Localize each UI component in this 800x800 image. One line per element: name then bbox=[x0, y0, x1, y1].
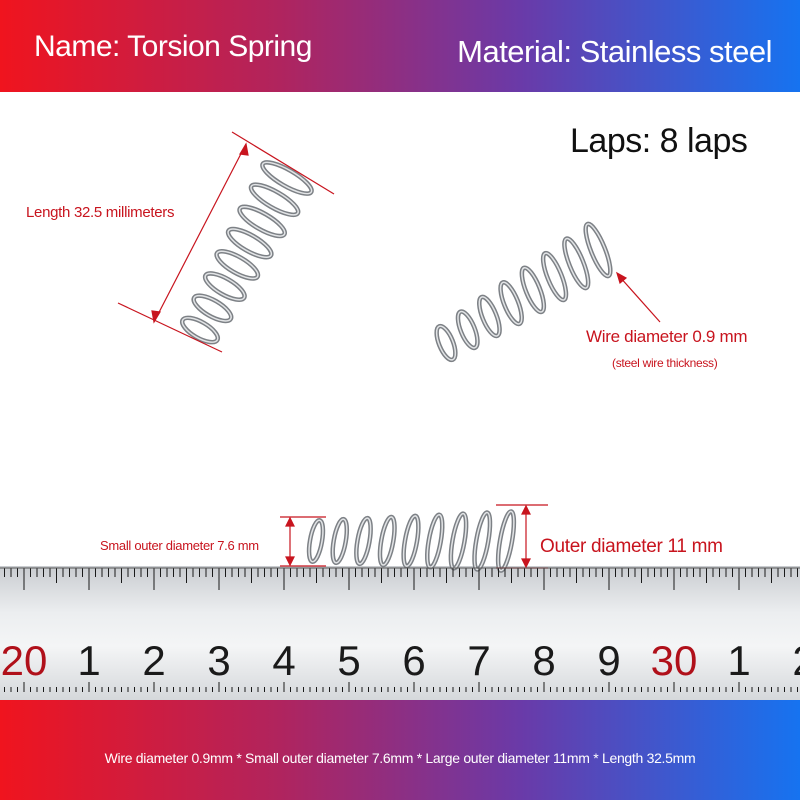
ruler-number: 9 bbox=[597, 637, 620, 684]
ruler-number: 5 bbox=[337, 637, 360, 684]
ruler bbox=[0, 566, 800, 700]
product-material: Material: Stainless steel bbox=[457, 34, 772, 69]
outer-diameter-annotation: Outer diameter 11 mm bbox=[540, 536, 723, 557]
length-annotation: Length 32.5 millimeters bbox=[26, 204, 175, 221]
ruler-number: 30 bbox=[651, 637, 698, 684]
ruler-number: 20 bbox=[1, 637, 48, 684]
ruler-number: 6 bbox=[402, 637, 425, 684]
small-outer-diameter-annotation: Small outer diameter 7.6 mm bbox=[100, 538, 259, 553]
ruler-ticks bbox=[0, 567, 800, 692]
bottom-banner: Wire diameter 0.9mm * Small outer diamet… bbox=[0, 700, 800, 800]
wire-diameter-annotation: Wire diameter 0.9 mm bbox=[586, 327, 748, 346]
top-banner: Name: Torsion Spring Material: Stainless… bbox=[0, 0, 800, 92]
laps-label: Laps: 8 laps bbox=[570, 122, 748, 160]
ruler-numbers: 201234567893012 bbox=[1, 637, 800, 684]
ruler-number: 2 bbox=[792, 637, 800, 684]
ruler-number: 7 bbox=[467, 637, 490, 684]
ruler-number: 1 bbox=[77, 637, 100, 684]
small-diameter-markers bbox=[280, 516, 326, 567]
spring-horizontal bbox=[306, 509, 517, 573]
ruler-number: 8 bbox=[532, 637, 555, 684]
wire-diameter-arrow bbox=[616, 271, 661, 323]
ruler-number: 1 bbox=[727, 637, 750, 684]
ruler-number: 2 bbox=[142, 637, 165, 684]
spring-right bbox=[434, 221, 613, 363]
ruler-number: 3 bbox=[207, 637, 230, 684]
product-name: Name: Torsion Spring bbox=[34, 30, 312, 63]
length-measurement-lines bbox=[117, 131, 335, 353]
ruler-number: 4 bbox=[272, 637, 295, 684]
wire-diameter-note: (steel wire thickness) bbox=[612, 356, 718, 370]
spring-tilted bbox=[179, 160, 314, 345]
spec-summary: Wire diameter 0.9mm * Small outer diamet… bbox=[104, 750, 696, 766]
